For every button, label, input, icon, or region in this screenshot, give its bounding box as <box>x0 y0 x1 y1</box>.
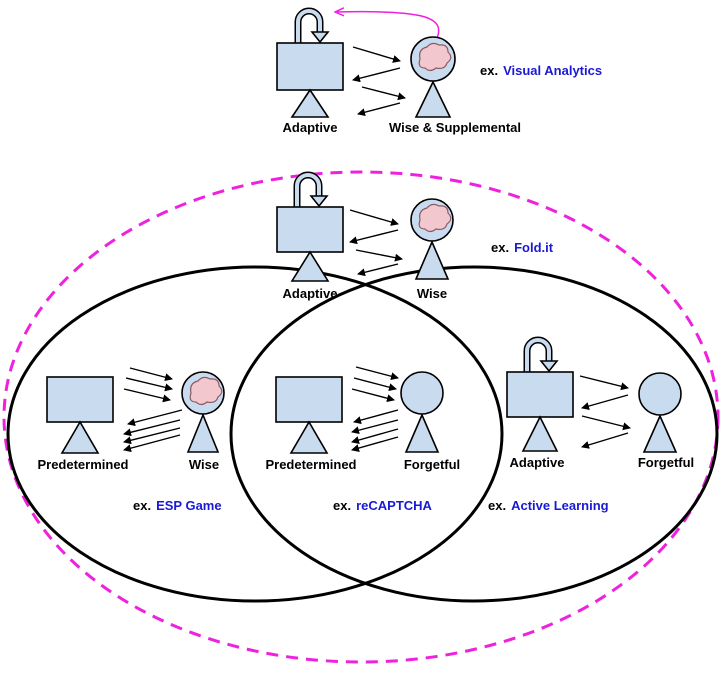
human-label: Wise <box>417 286 447 301</box>
dashed-outer-ellipse <box>2 170 720 664</box>
human-head <box>638 372 682 416</box>
computer-stand <box>290 250 330 282</box>
computer-stand <box>521 415 559 452</box>
adaptive-loop-icon <box>523 336 559 378</box>
computer-box <box>276 42 344 91</box>
computer-label: Adaptive <box>283 120 338 135</box>
example-label: ex.reCAPTCHA <box>333 498 433 513</box>
group-esp-game: Predetermined Wise ex.ESP Game <box>37 367 225 513</box>
human-body <box>642 414 678 453</box>
computer-box <box>275 376 343 423</box>
human-body <box>414 80 452 118</box>
group-fold-it: Adaptive Wise ex.Fold.it <box>276 171 554 301</box>
example-label: ex.Active Learning <box>488 498 609 513</box>
computer-box <box>46 376 114 423</box>
computer-label: Predetermined <box>37 457 128 472</box>
computer-label: Adaptive <box>283 286 338 301</box>
brain-icon <box>418 203 452 233</box>
computer-stand <box>60 420 100 454</box>
brain-icon <box>418 42 452 72</box>
magenta-feedback-arrow <box>336 12 440 39</box>
example-label: ex.Fold.it <box>491 240 554 255</box>
human-label: Forgetful <box>638 455 694 470</box>
adaptive-loop-icon <box>294 7 330 48</box>
adaptive-loop-icon <box>293 171 329 213</box>
example-label: ex.ESP Game <box>133 498 222 513</box>
left-solid-ellipse <box>6 265 504 603</box>
brain-icon <box>189 376 223 406</box>
right-solid-ellipse <box>229 265 719 603</box>
human-label: Forgetful <box>404 457 460 472</box>
computer-label: Predetermined <box>265 457 356 472</box>
computer-box <box>276 206 344 253</box>
human-body <box>186 412 220 453</box>
group-active-learning: Adaptive Forgetful ex.Active Learning <box>488 336 694 513</box>
group-visual-analytics: Adaptive Wise & Supplemental ex.Visual A… <box>276 7 602 135</box>
human-label: Wise <box>189 457 219 472</box>
example-label: ex.Visual Analytics <box>480 63 602 78</box>
computer-box <box>506 371 574 418</box>
computer-label: Adaptive <box>510 455 565 470</box>
group-recaptcha: Predetermined Forgetful ex.reCAPTCHA <box>265 366 460 513</box>
computer-stand <box>289 420 329 454</box>
human-body <box>414 239 450 280</box>
computer-stand <box>290 88 330 118</box>
human-label: Wise & Supplemental <box>389 120 521 135</box>
human-head <box>400 371 444 415</box>
human-body <box>404 412 440 453</box>
